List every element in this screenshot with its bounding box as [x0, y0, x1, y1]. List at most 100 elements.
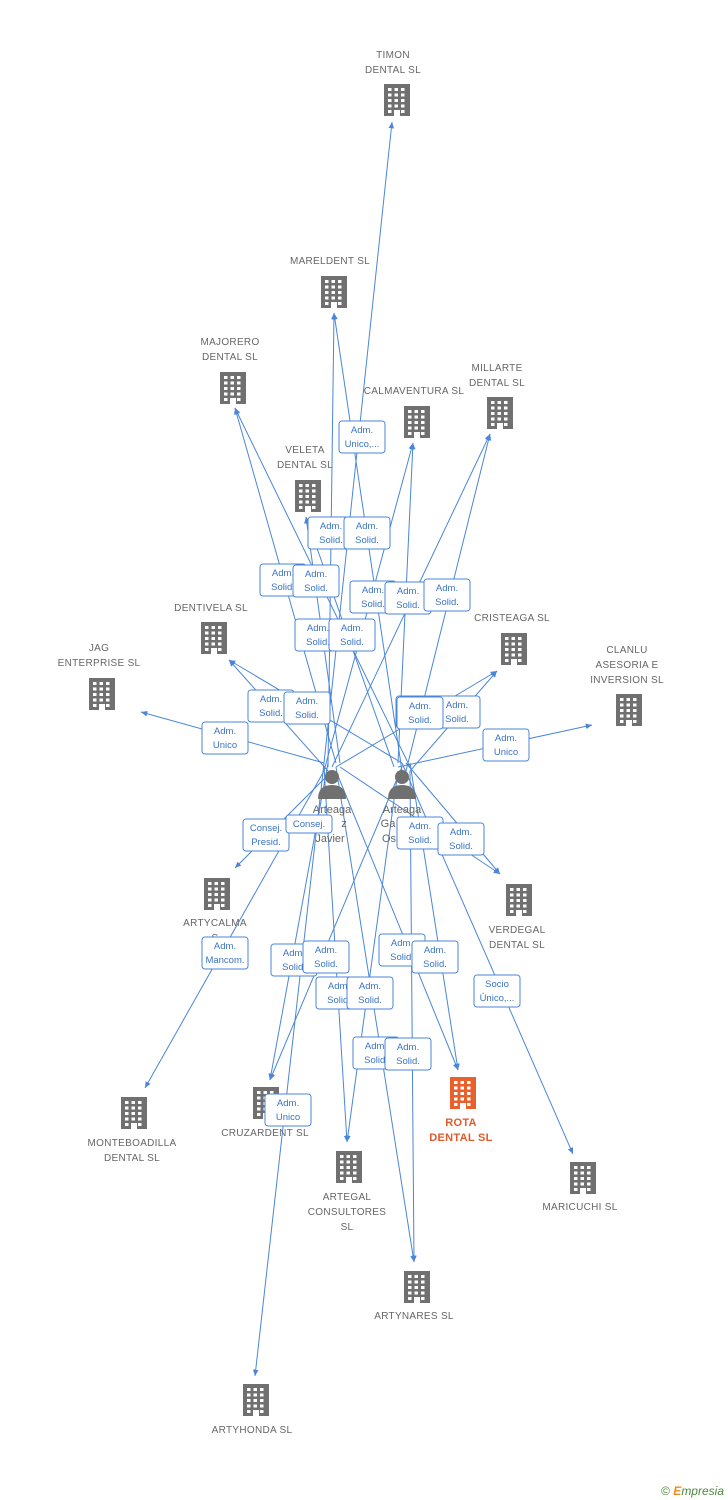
role-badge-text: Solid.	[445, 714, 469, 725]
company-label-rota[interactable]: DENTAL SL	[429, 1132, 492, 1144]
company-label-clanlu[interactable]: CLANLU	[606, 645, 647, 656]
company-building-icon-artycalma[interactable]	[204, 878, 230, 910]
company-label-artycalma[interactable]: ARTYCALMA	[183, 918, 247, 929]
company-label-cruzardent[interactable]: CRUZARDENT SL	[221, 1128, 309, 1139]
company-label-timon[interactable]: TIMON	[376, 50, 410, 61]
role-badge[interactable]: SocioÚnico,...	[473, 974, 521, 1008]
company-label-maricuchi[interactable]: MARICUCHI SL	[542, 1202, 617, 1213]
role-badge[interactable]: Adm.Solid.	[307, 516, 355, 550]
person-label-p2[interactable]: Os	[382, 833, 397, 845]
company-label-millarte[interactable]: DENTAL SL	[469, 378, 525, 389]
role-badge[interactable]: Consej.	[285, 814, 333, 834]
company-building-icon-mareldent[interactable]	[321, 276, 347, 308]
company-building-icon-artynares[interactable]	[404, 1271, 430, 1303]
person-icon-p2[interactable]	[388, 770, 416, 799]
role-badge-text: Solid.	[314, 959, 338, 970]
company-label-veleta[interactable]: VELETA	[285, 445, 324, 456]
company-label-clanlu[interactable]: INVERSION SL	[590, 675, 664, 686]
role-badge-text: Solid.	[304, 583, 328, 594]
role-badge[interactable]: Adm.Solid.	[343, 516, 391, 550]
role-badge[interactable]: Adm.Solid.	[283, 691, 331, 725]
edge-p1-artynares	[335, 766, 416, 1263]
role-badge[interactable]: Adm.Unico	[264, 1093, 312, 1127]
company-building-icon-maricuchi[interactable]	[570, 1162, 596, 1194]
person-label-p1[interactable]: z	[341, 818, 347, 830]
company-label-majorero[interactable]: DENTAL SL	[202, 352, 258, 363]
role-badge-text: Mancom.	[205, 955, 244, 966]
role-badge[interactable]: Adm.Unico	[201, 721, 249, 755]
role-badge[interactable]: Adm.Solid.	[302, 940, 350, 974]
company-label-mareldent[interactable]: MARELDENT SL	[290, 256, 370, 267]
role-badge-text: Solid.	[327, 995, 351, 1006]
edge-p2-verdegal	[405, 762, 501, 875]
edge-p1-artyhonda	[252, 762, 325, 1377]
role-badge-text: Solid.	[408, 715, 432, 726]
role-badge[interactable]: Adm.Mancom.	[201, 936, 249, 970]
company-label-artegal[interactable]: CONSULTORES	[308, 1207, 387, 1218]
role-badge[interactable]: Adm.Solid.	[396, 816, 444, 850]
role-badge-text: Unico	[494, 747, 518, 758]
company-building-icon-artyhonda[interactable]	[243, 1384, 269, 1416]
company-label-jag[interactable]: ENTERPRISE SL	[58, 658, 141, 669]
company-label-majorero[interactable]: MAJORERO	[200, 337, 259, 348]
role-badge[interactable]: Adm.Unico,...	[338, 420, 386, 454]
company-building-icon-veleta[interactable]	[295, 480, 321, 512]
company-label-cristeaga[interactable]: CRISTEAGA SL	[474, 613, 550, 624]
role-badge[interactable]: Adm.Unico	[482, 728, 530, 762]
brand-initial: E	[673, 1484, 682, 1498]
company-building-icon-monteboadilla[interactable]	[121, 1097, 147, 1129]
company-building-icon-millarte[interactable]	[487, 397, 513, 429]
badges-layer: Adm.Unico,... Adm. Solid. Adm. Solid. Adm. Sol…	[201, 420, 530, 1127]
role-badge[interactable]: Consej.Presid.	[242, 818, 290, 852]
company-label-veleta[interactable]: DENTAL SL	[277, 460, 333, 471]
company-label-artegal[interactable]: SL	[341, 1222, 354, 1233]
person-label-p2[interactable]: Arteaga	[383, 804, 422, 816]
company-building-icon-rota[interactable]	[450, 1077, 476, 1109]
role-badge-text: Adm.	[277, 1098, 299, 1109]
company-building-icon-dentivela[interactable]	[201, 622, 227, 654]
company-building-icon-calmaventura[interactable]	[404, 406, 430, 438]
role-badge-text: Adm.	[446, 700, 468, 711]
company-building-icon-majorero[interactable]	[220, 372, 246, 404]
role-badge-text: Socio	[485, 979, 509, 990]
company-label-verdegal[interactable]: DENTAL SL	[489, 940, 545, 951]
person-label-p1[interactable]: Javier	[315, 833, 345, 845]
role-badge[interactable]: Adm.Solid.	[384, 1037, 432, 1071]
company-label-timon[interactable]: DENTAL SL	[365, 65, 421, 76]
company-label-artegal[interactable]: ARTEGAL	[323, 1192, 372, 1203]
company-label-rota[interactable]: ROTA	[445, 1117, 477, 1129]
company-building-icon-cristeaga[interactable]	[501, 633, 527, 665]
company-label-clanlu[interactable]: ASESORIA E	[595, 660, 658, 671]
company-label-calmaventura[interactable]: CALMAVENTURA SL	[364, 386, 465, 397]
role-badge-text: Solid.	[390, 952, 414, 963]
company-building-icon-artegal[interactable]	[336, 1151, 362, 1183]
company-building-icon-verdegal[interactable]	[506, 884, 532, 916]
role-badge[interactable]: Adm.Solid.	[328, 618, 376, 652]
company-building-icon-clanlu[interactable]	[616, 694, 642, 726]
person-icon-p1[interactable]	[318, 770, 346, 799]
role-badge-text: Consej.	[250, 823, 282, 834]
company-building-icon-jag[interactable]	[89, 678, 115, 710]
footer-credit[interactable]: © Empresia	[661, 1484, 724, 1498]
role-badge[interactable]: Adm. Solid.	[433, 695, 481, 729]
edge-p2-rota	[409, 762, 460, 1071]
company-label-monteboadilla[interactable]: MONTEBOADILLA	[88, 1138, 177, 1149]
role-badge-text: Solid.	[396, 600, 420, 611]
role-badge[interactable]: Adm.Solid.	[346, 976, 394, 1010]
company-label-dentivela[interactable]: DENTIVELA SL	[174, 603, 248, 614]
role-badge[interactable]: Adm.Solid.	[396, 696, 444, 730]
role-badge-text: Adm.	[391, 938, 413, 949]
role-badge[interactable]: Adm.Solid.	[423, 578, 471, 612]
company-label-verdegal[interactable]: VERDEGAL	[489, 925, 546, 936]
company-label-jag[interactable]: JAG	[89, 643, 109, 654]
role-badge[interactable]: Adm.Solid.	[411, 940, 459, 974]
company-building-icon-timon[interactable]	[384, 84, 410, 116]
company-label-monteboadilla[interactable]: DENTAL SL	[104, 1153, 160, 1164]
company-label-artyhonda[interactable]: ARTYHONDA SL	[212, 1425, 293, 1436]
company-label-artynares[interactable]: ARTYNARES SL	[374, 1311, 454, 1322]
role-badge[interactable]: Adm.Solid.	[292, 564, 340, 598]
role-badge[interactable]: Adm.Solid.	[437, 822, 485, 856]
company-label-millarte[interactable]: MILLARTE	[471, 363, 522, 374]
person-label-p1[interactable]: Arteaga	[313, 804, 352, 816]
person-label-p2[interactable]: Ga	[381, 818, 397, 830]
